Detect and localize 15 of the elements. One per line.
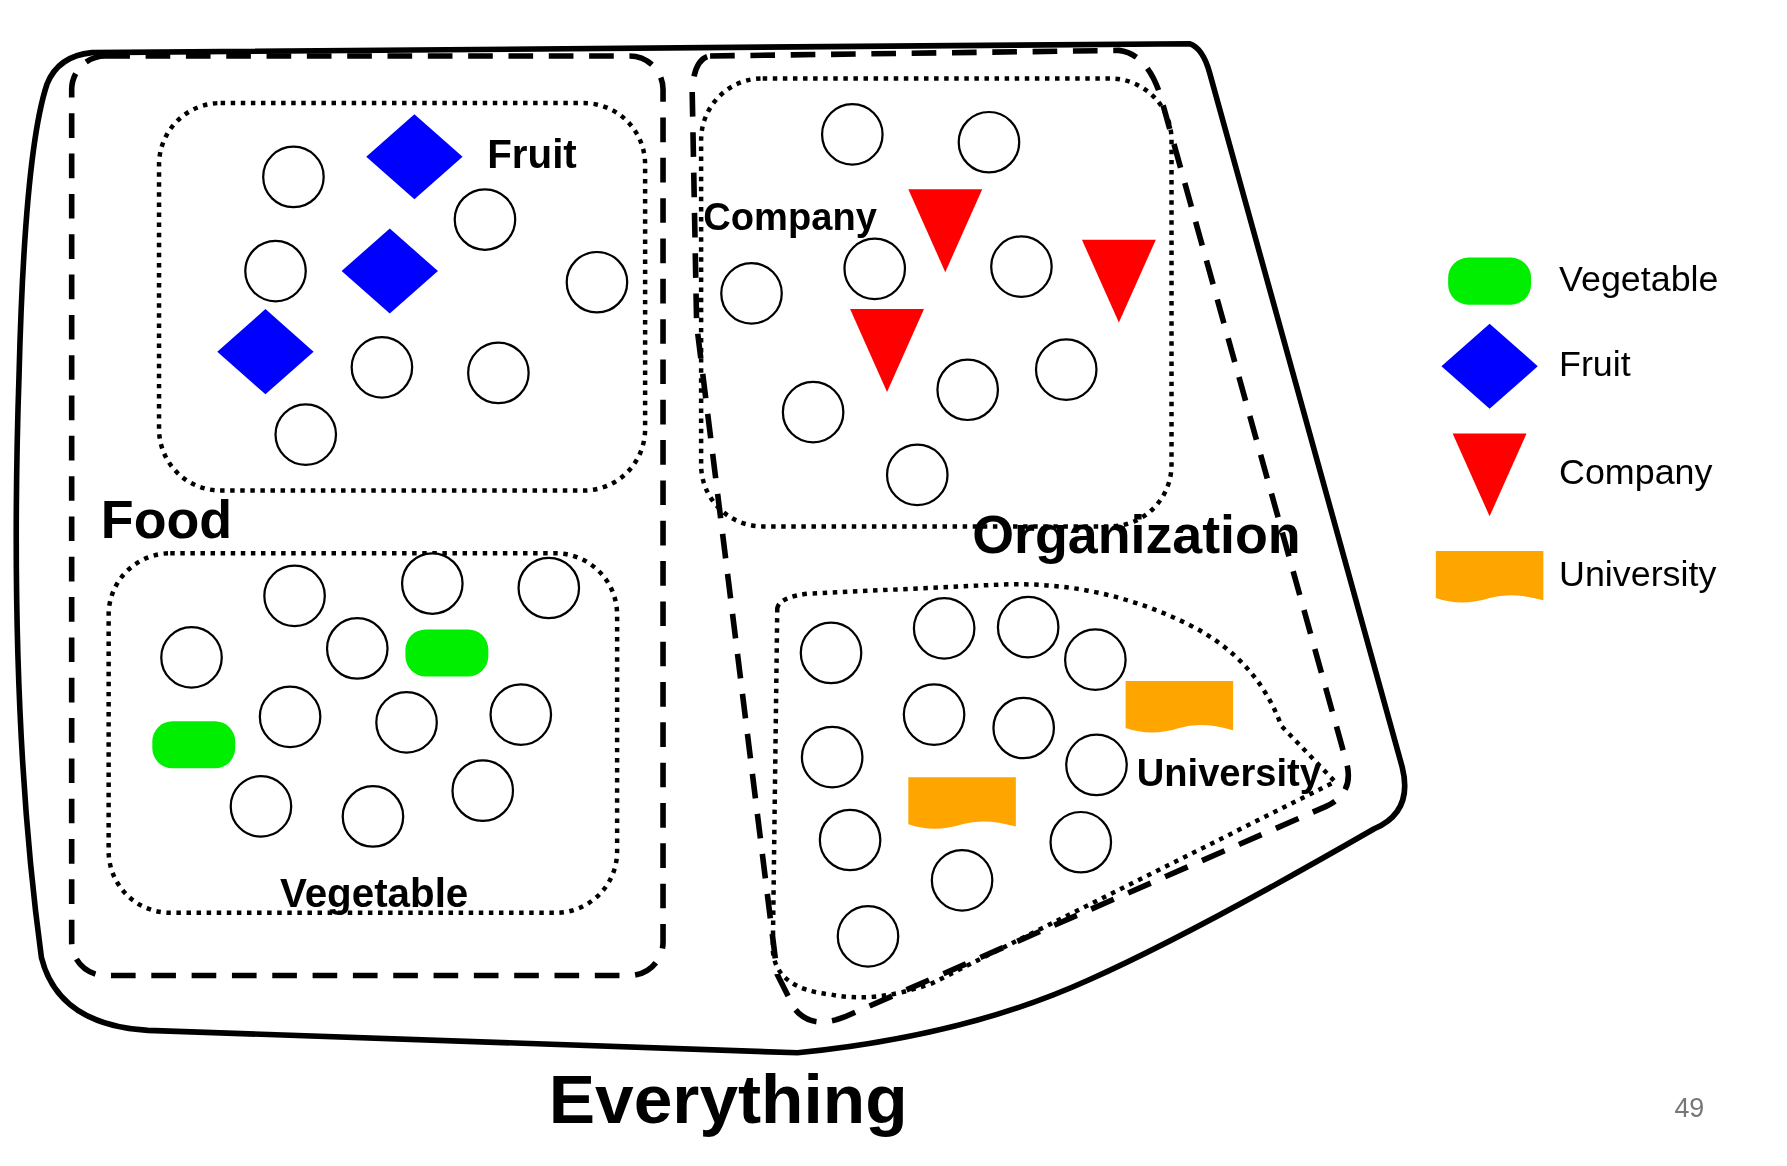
legend-label: Vegetable	[1559, 259, 1719, 300]
legend-label: Fruit	[1559, 344, 1631, 385]
dotted-region	[156, 100, 648, 493]
region-label: Organization	[972, 506, 1301, 566]
region-label: Food	[100, 490, 233, 550]
region-label: Company	[703, 196, 877, 238]
dotted-region	[106, 551, 620, 916]
region-label: Everything	[548, 1061, 908, 1139]
dashed-region	[69, 53, 666, 978]
page-number: 49	[1674, 1092, 1705, 1124]
region-label: University	[1136, 752, 1321, 795]
region-label: Fruit	[487, 132, 577, 177]
region-label: Vegetable	[280, 871, 469, 916]
legend-label: University	[1559, 554, 1717, 594]
legend-label: Company	[1559, 452, 1713, 492]
